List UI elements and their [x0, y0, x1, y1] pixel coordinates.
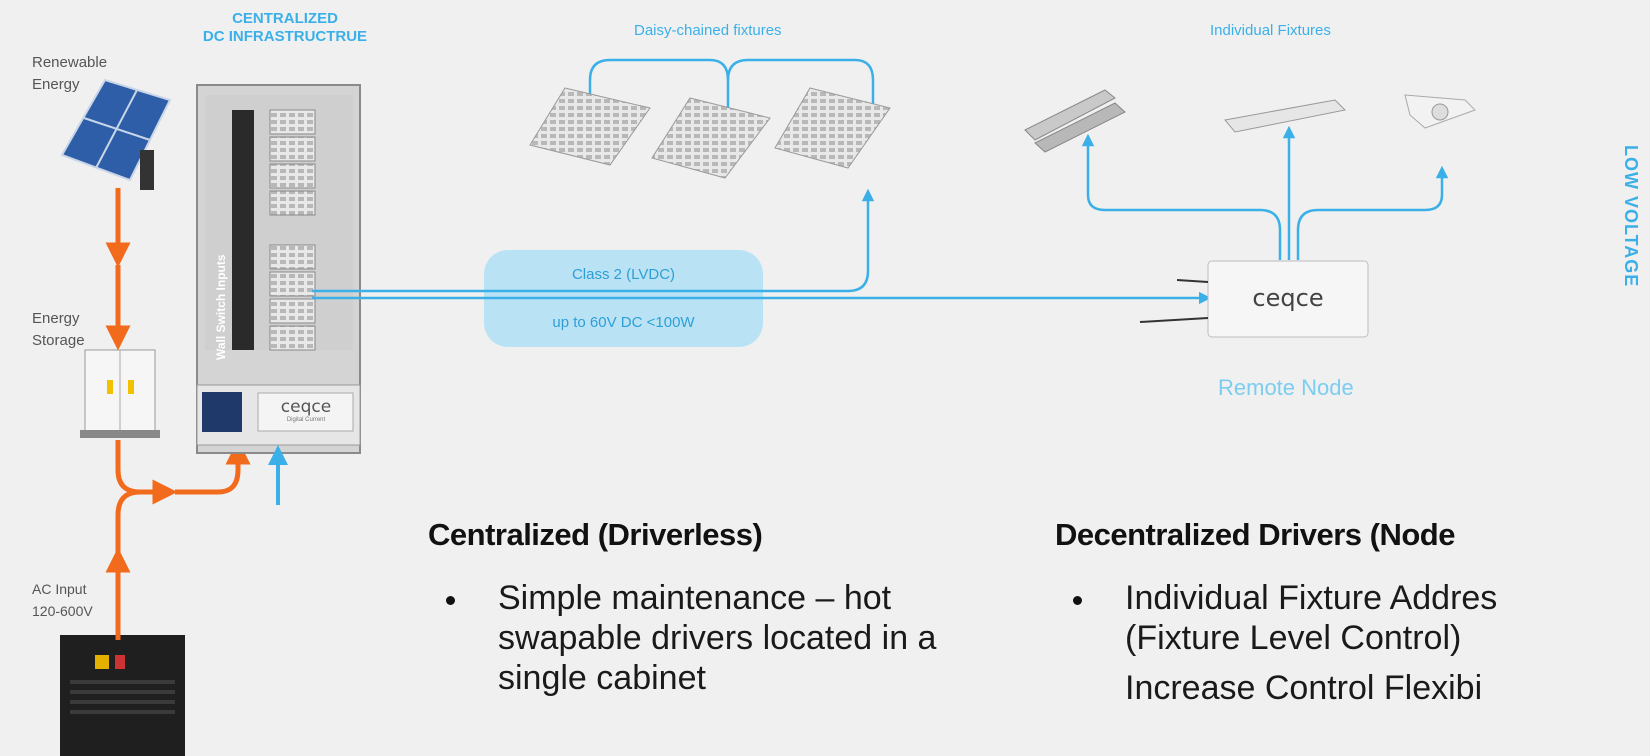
node-brand-logo: ceqce — [1252, 284, 1324, 312]
bullet-dot — [1073, 596, 1082, 605]
driver-modules — [269, 109, 316, 351]
power-lines — [105, 188, 251, 640]
daisy-fixture-icons — [529, 87, 891, 179]
solar-panel-icon — [60, 78, 172, 190]
daisy-chained-label: Daisy-chained fixtures — [634, 22, 782, 39]
node-branch-lines — [1081, 125, 1449, 260]
generator-icon — [60, 635, 185, 756]
energy-storage-icon — [80, 349, 160, 438]
list-item: Simple maintenance – hot swapable driver… — [428, 578, 1028, 698]
list-item: Individual Fixture Addres (Fixture Level… — [1055, 578, 1605, 658]
class2-label: Class 2 (LVDC) — [571, 266, 676, 283]
energy-storage-label: Energy Storage — [32, 310, 85, 349]
ac-input-label: AC Input 120-600V — [32, 581, 93, 619]
individual-fixture-icons — [1024, 89, 1476, 153]
centralized-bullets: Simple maintenance – hot swapable driver… — [428, 578, 1028, 698]
centralized-dc-title: CENTRALIZED DC INFRASTRUCTRUE — [202, 10, 368, 45]
wall-switch-inputs-label: Wall Switch Inputs — [214, 254, 228, 360]
decentralized-section: Decentralized Drivers (Node Individual F… — [1055, 517, 1650, 718]
remote-node-label: Remote Node — [1218, 375, 1354, 400]
bullet-dot — [446, 596, 455, 605]
centralized-section: Centralized (Driverless) Simple maintena… — [428, 517, 1028, 708]
renewable-energy-label: Renewable Energy — [32, 54, 108, 93]
remote-node-box — [1139, 260, 1369, 338]
low-voltage-label: LOW VOLTAGE — [1621, 145, 1641, 288]
daisy-chain-lines — [588, 58, 875, 120]
dc-cabinet — [196, 84, 361, 454]
lvdc-lines — [312, 188, 1212, 305]
individual-fixtures-label: Individual Fixtures — [1210, 22, 1331, 39]
list-item: Increase Control Flexibi — [1125, 669, 1483, 707]
cabinet-brand-logo: ceqce — [280, 397, 332, 417]
centralized-heading: Centralized (Driverless) — [428, 517, 763, 552]
cabinet-brand-sub: Digital Current — [286, 417, 326, 423]
wall-switch-label-box: Wall Switch Inputs — [214, 240, 236, 360]
decentralized-bullets: Individual Fixture Addres (Fixture Level… — [1055, 578, 1650, 708]
voltage-label: up to 60V DC <100W — [552, 314, 695, 331]
decentralized-heading: Decentralized Drivers (Node — [1055, 517, 1455, 552]
